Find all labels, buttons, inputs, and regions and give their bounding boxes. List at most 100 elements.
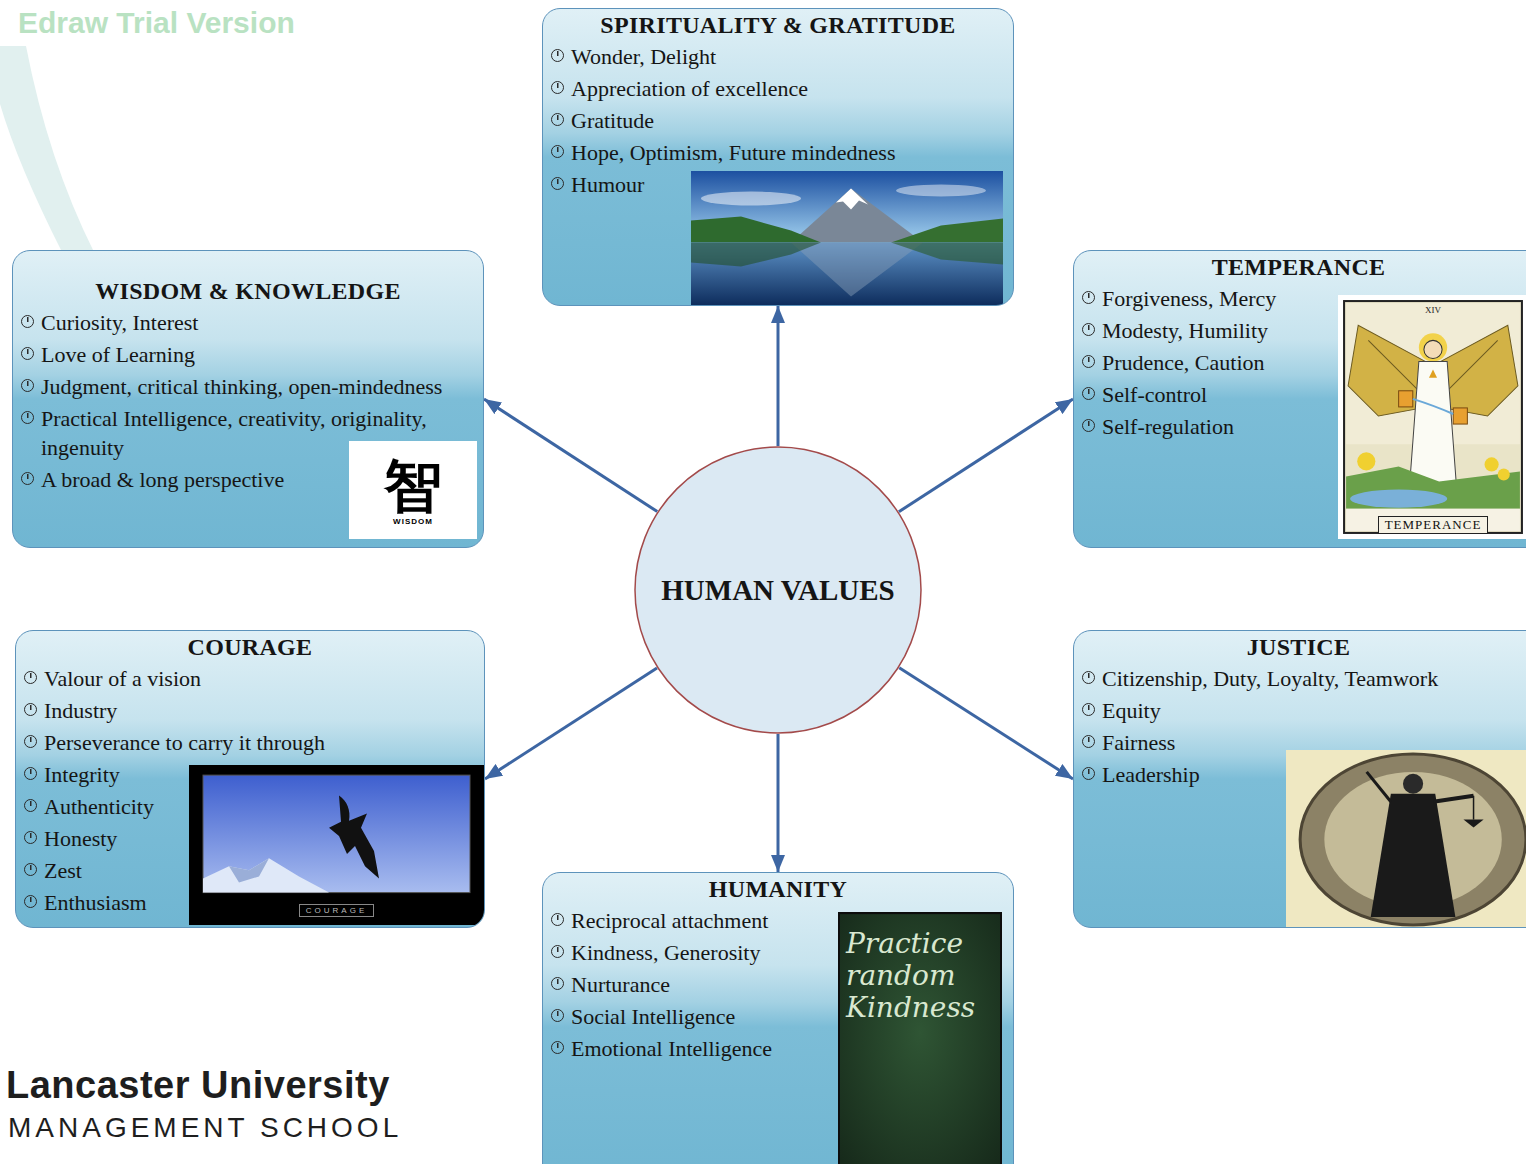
value-circle: HUMAN VALUES xyxy=(634,446,922,734)
value-item: Self-control xyxy=(1082,380,1515,409)
value-item: Emotional Intelligence xyxy=(551,1034,1005,1063)
value-item: Hope, Optimism, Future mindedness xyxy=(551,138,1005,167)
value-text: Emotional Intelligence xyxy=(571,1036,772,1061)
value-item: Citizenship, Duty, Loyalty, Teamwork xyxy=(1082,664,1515,693)
value-item: Reciprocal attachment xyxy=(551,906,1005,935)
eagle-poster-picture xyxy=(189,765,484,925)
circle-title: HUMAN VALUES xyxy=(634,446,922,734)
justice-medallion-picture xyxy=(1286,750,1526,927)
watermark: Edraw Trial Version xyxy=(18,6,295,40)
value-box: Practice random Kindness HUMANITY Recipro… xyxy=(542,872,1014,1164)
value-item: Modesty, Humility xyxy=(1082,316,1515,345)
value-item: Equity xyxy=(1082,696,1515,725)
poster-caption: COURAGE xyxy=(299,904,374,917)
arrow-connector xyxy=(899,668,1073,779)
value-box: COURAGE COURAGE Valour of a visionIndustr… xyxy=(15,630,485,928)
wisdom-emblem: 智 WISDOM xyxy=(349,441,477,539)
value-box: JUSTICE Citizenship, Duty, Loyalty, Teamw… xyxy=(1073,630,1526,928)
value-item: Fairness xyxy=(1082,728,1515,757)
value-text: Integrity xyxy=(44,762,120,787)
arrow-connector xyxy=(777,734,780,872)
value-item: Valour of a vision xyxy=(24,664,476,693)
value-text: Leadership xyxy=(1102,762,1200,787)
logo-subtitle: MANAGEMENT SCHOOL xyxy=(8,1112,402,1144)
emblem-caption: WISDOM xyxy=(393,517,433,526)
value-text: Reciprocal attachment xyxy=(571,908,768,933)
arrow-connector xyxy=(484,399,657,512)
justice-medallion xyxy=(1286,750,1526,927)
card-title: TEMPERANCE xyxy=(1378,516,1489,534)
value-text: Equity xyxy=(1102,698,1161,723)
logo-title: Lancaster University xyxy=(6,1064,390,1107)
value-text: Self-regulation xyxy=(1102,414,1234,439)
value-text: Perseverance to carry it through xyxy=(44,730,325,755)
value-item: Social Intelligence xyxy=(551,1002,1005,1031)
value-text: Love of Learning xyxy=(41,342,195,367)
value-text: Gratitude xyxy=(571,108,654,133)
value-text: Prudence, Caution xyxy=(1102,350,1265,375)
value-text: Zest xyxy=(44,858,82,883)
value-item: Practical Intelligence, creativity, orig… xyxy=(21,404,475,462)
mountain-lake-picture xyxy=(691,171,1003,305)
value-item: Honesty xyxy=(24,824,476,853)
value-item: Kindness, Generosity xyxy=(551,938,1005,967)
value-text: Appreciation of excellence xyxy=(571,76,808,101)
chalkboard-photo: Practice random Kindness xyxy=(838,912,1002,1164)
value-text: Industry xyxy=(44,698,117,723)
box-heading: COURAGE xyxy=(24,633,476,661)
arrow-connector xyxy=(485,668,657,779)
value-text: Kindness, Generosity xyxy=(571,940,760,965)
box-heading: HUMANITY xyxy=(551,875,1005,903)
value-text: Practical Intelligence, creativity, orig… xyxy=(41,406,427,460)
value-text: Valour of a vision xyxy=(44,666,201,691)
value-item: Industry xyxy=(24,696,476,725)
value-text: Authenticity xyxy=(44,794,154,819)
background-arc xyxy=(0,0,160,262)
value-text: A broad & long perspective xyxy=(41,467,284,492)
arrow-connector xyxy=(777,306,780,446)
value-text: Curiosity, Interest xyxy=(41,310,198,335)
value-text: Fairness xyxy=(1102,730,1175,755)
value-item: Integrity xyxy=(24,760,476,789)
tarot-card-picture xyxy=(1338,295,1526,539)
value-text: Self-control xyxy=(1102,382,1207,407)
value-item: Authenticity xyxy=(24,792,476,821)
value-item: Humour xyxy=(551,170,1005,199)
value-item: Curiosity, Interest xyxy=(21,308,475,337)
kanji-character: 智 xyxy=(384,455,442,517)
value-text: Humour xyxy=(571,172,644,197)
card-number: XIV xyxy=(1425,305,1441,315)
value-text: Modesty, Humility xyxy=(1102,318,1268,343)
value-item: Nurturance xyxy=(551,970,1005,999)
value-text: Wonder, Delight xyxy=(571,44,716,69)
box-heading: WISDOM & KNOWLEDGE xyxy=(21,277,475,305)
value-text: Citizenship, Duty, Loyalty, Teamwork xyxy=(1102,666,1438,691)
value-item: Leadership xyxy=(1082,760,1515,789)
value-text: Honesty xyxy=(44,826,117,851)
value-text: Nurturance xyxy=(571,972,670,997)
value-box: 智 WISDOM WISDOM & KNOWLEDGE Curiosity, In… xyxy=(12,250,484,548)
value-item: Zest xyxy=(24,856,476,885)
value-box: SPIRITUALITY & GRATITUDE Wonder, DelightA… xyxy=(542,8,1014,306)
value-item: Gratitude xyxy=(551,106,1005,135)
value-item: Appreciation of excellence xyxy=(551,74,1005,103)
box-heading: JUSTICE xyxy=(1082,633,1515,661)
value-text: Forgiveness, Mercy xyxy=(1102,286,1276,311)
eagle-poster: COURAGE xyxy=(189,765,484,925)
value-box: XIV TEMPERANCE TEMPERANCE Forgiveness, Me… xyxy=(1073,250,1526,548)
value-item: Perseverance to carry it through xyxy=(24,728,476,757)
value-item: Enthusiasm xyxy=(24,888,476,917)
value-text: Judgment, critical thinking, open-minded… xyxy=(41,374,442,399)
value-item: Prudence, Caution xyxy=(1082,348,1515,377)
value-item: Self-regulation xyxy=(1082,412,1515,441)
box-heading: SPIRITUALITY & GRATITUDE xyxy=(551,11,1005,39)
value-item: Judgment, critical thinking, open-minded… xyxy=(21,372,475,401)
box-heading: TEMPERANCE xyxy=(1082,253,1515,281)
value-text: Enthusiasm xyxy=(44,890,147,915)
value-item: A broad & long perspective xyxy=(21,465,475,494)
arrow-connector xyxy=(899,399,1073,512)
value-item: Love of Learning xyxy=(21,340,475,369)
value-item: Forgiveness, Mercy xyxy=(1082,284,1515,313)
value-text: Hope, Optimism, Future mindedness xyxy=(571,140,895,165)
